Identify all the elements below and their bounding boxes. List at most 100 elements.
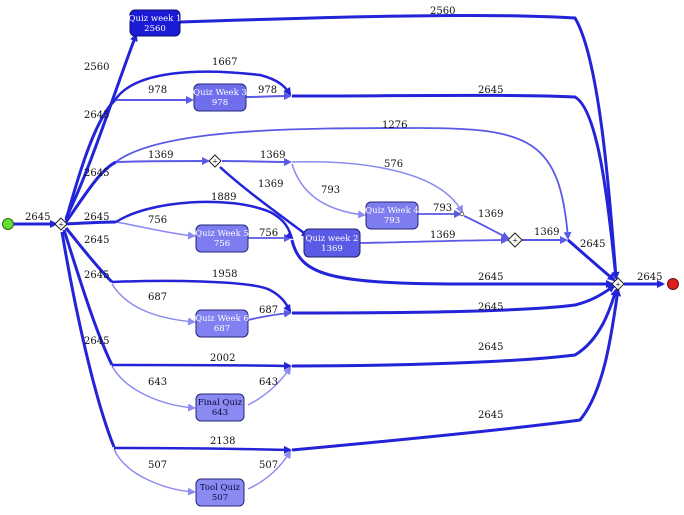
edge-label: 756: [259, 228, 278, 239]
edge-final-out: [247, 366, 292, 406]
edge-labels: 2645 2560 2560 2645 978 978 1667 2645 26…: [25, 6, 662, 471]
node-quiz-week-4[interactable]: Quiz Week 4 793: [365, 201, 419, 230]
node-label: Quiz Week 3: [193, 88, 247, 98]
node-quiz-week-1[interactable]: Quiz week 1 2560: [129, 9, 182, 37]
node-count: 643: [212, 408, 228, 418]
node-label: Quiz Week 6: [195, 314, 249, 324]
edge-gw2-end: [567, 238, 616, 282]
edge-label: 1667: [212, 57, 237, 68]
edge-qw5-end: [290, 239, 614, 288]
node-final-quiz[interactable]: Final Quiz 643: [195, 393, 245, 422]
node-label: Quiz Week 4: [365, 206, 419, 216]
edge-label: 2645: [478, 85, 503, 96]
edge-label: 2645: [84, 336, 109, 347]
svg-text:+: +: [58, 221, 64, 229]
edge-label: 2645: [84, 168, 109, 179]
edge-tool-in: [113, 448, 196, 496]
edge-label: 2645: [637, 272, 662, 283]
edge-label: 2645: [84, 212, 109, 223]
edge-label: 507: [148, 460, 167, 471]
node-quiz-week-6[interactable]: Quiz Week 6 687: [195, 309, 249, 338]
edge-label: 1369: [260, 150, 285, 161]
edge-split-1276-branch: [64, 160, 117, 223]
edge-qw5-in: [115, 221, 196, 240]
edge-label: 978: [148, 85, 167, 96]
edge-label: 507: [259, 460, 278, 471]
edge-label: 2645: [478, 272, 503, 283]
edge-label: 793: [321, 185, 340, 196]
edge-split-qw1: [64, 33, 138, 219]
edge-tool-end: [291, 288, 622, 452]
edge-qw3-out: [245, 92, 292, 101]
edge-qw1-end: [179, 13, 620, 280]
edge-label: 1958: [212, 269, 237, 280]
edge-label: 2002: [210, 353, 235, 364]
svg-text:+: +: [512, 237, 518, 245]
edge-label: 687: [148, 292, 167, 303]
edge-label: 2645: [478, 302, 503, 313]
edge-tool-out: [247, 450, 292, 490]
edge-label: 1369: [148, 150, 173, 161]
edge-label: 2645: [84, 110, 109, 121]
edge-qw6-out: [247, 309, 292, 321]
edge-label: 1369: [478, 209, 503, 220]
edge-label: 643: [259, 377, 278, 388]
edge-label: 576: [384, 159, 403, 170]
split-gateway: +: [54, 217, 68, 231]
node-label: Final Quiz: [198, 398, 243, 408]
edge-split-qw5-branch: [65, 220, 117, 226]
edge-split-qw6-branch: [64, 227, 114, 284]
edge-final-end: [291, 288, 619, 368]
edge-label: 978: [258, 85, 277, 96]
node-label: Quiz week 2: [306, 234, 359, 244]
node-count: 1369: [321, 244, 343, 254]
edge-qw6-in: [111, 283, 196, 326]
node-count: 756: [214, 239, 230, 249]
edge-to-qw4: [291, 163, 366, 219]
edge-label: 1889: [211, 192, 236, 203]
node-label: Quiz Week 5: [195, 229, 249, 239]
node-count: 2560: [144, 24, 166, 34]
edge-qw3-end: [291, 93, 620, 280]
edge-label: 2645: [25, 212, 50, 223]
node-quiz-week-3[interactable]: Quiz Week 3 978: [193, 83, 247, 112]
edge-label: 2560: [84, 62, 109, 73]
svg-text:+: +: [615, 281, 621, 289]
edge-label: 2645: [84, 270, 109, 281]
node-label: Quiz week 1: [129, 14, 182, 24]
edge-split-tool-branch: [60, 231, 116, 448]
edge-qw3-skip: [113, 70, 292, 101]
node-quiz-week-2[interactable]: Quiz week 2 1369: [303, 228, 361, 258]
start-event: [2, 218, 14, 230]
node-tool-quiz[interactable]: Tool Quiz 507: [195, 478, 245, 507]
node-quiz-week-5[interactable]: Quiz Week 5 756: [195, 224, 249, 253]
edge-qw2-gw2: [359, 236, 509, 245]
edge-qw5-skip: [115, 200, 294, 240]
edge-label: 1369: [430, 230, 455, 241]
edge-split-final-branch: [62, 229, 114, 366]
node-count: 978: [212, 98, 228, 108]
edge-label: 756: [148, 215, 167, 226]
edges: [13, 13, 665, 496]
edge-label: 2645: [478, 410, 503, 421]
node-count: 687: [214, 324, 230, 334]
edge-label: 2645: [478, 342, 503, 353]
edge-split-qw3-branch: [64, 98, 117, 221]
edge-label: 2645: [580, 239, 605, 250]
svg-text:+: +: [212, 158, 218, 166]
edge-label: 1369: [534, 227, 559, 238]
edge-label: 793: [433, 203, 452, 214]
edge-qw6-skip: [111, 279, 292, 313]
edge-skip-576: [291, 161, 463, 214]
gateway-2: +: [507, 232, 523, 248]
edge-gw1-qw2: [219, 166, 310, 238]
edge-label: 1369: [258, 179, 283, 190]
edge-qw6-end: [291, 284, 616, 315]
join-gateway: +: [611, 277, 625, 291]
junction-dot: [459, 211, 465, 217]
edge-label: 2645: [84, 235, 109, 246]
edge-skip-1276: [115, 127, 572, 240]
edge-label: 687: [259, 305, 278, 316]
edge-to-gw1: [115, 157, 210, 166]
